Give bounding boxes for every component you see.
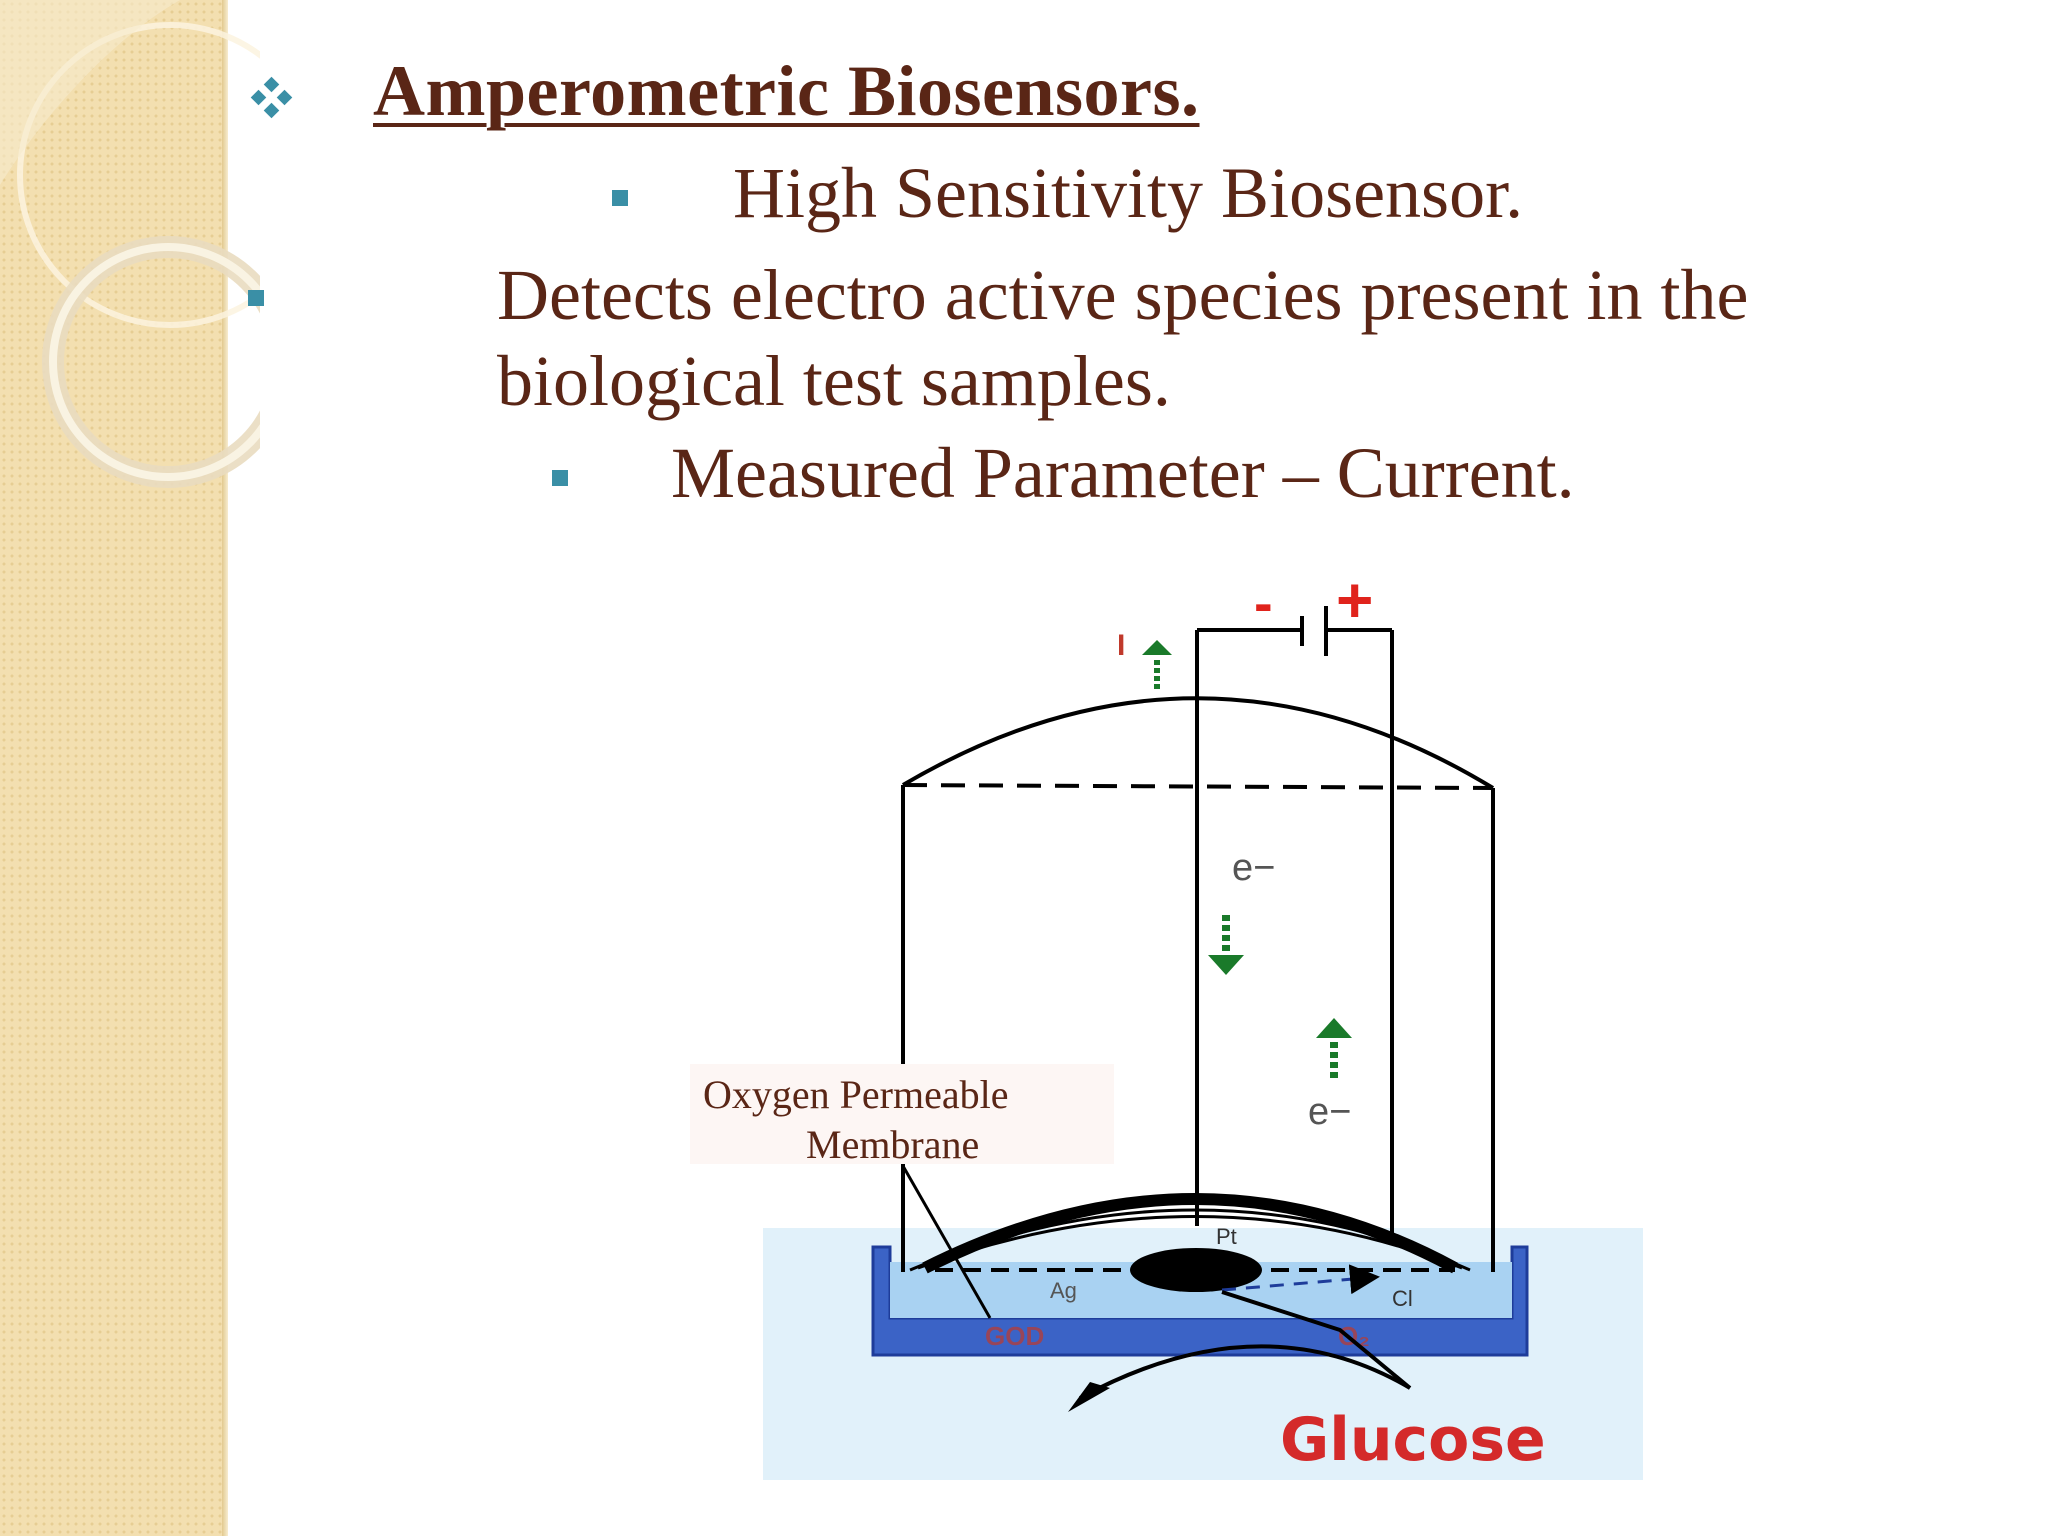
current-label: I [1117, 629, 1125, 662]
square-bullet-icon [612, 190, 628, 206]
cl-label: Cl [1392, 1286, 1413, 1311]
pt-label: Pt [1216, 1224, 1237, 1249]
membrane-label-line1: Oxygen Permeable [703, 1072, 1008, 1117]
o2-label: O₂ [1338, 1321, 1370, 1351]
glucose-arrow [1079, 1344, 1412, 1400]
battery-plus: + [1336, 564, 1373, 636]
god-label: GOD [985, 1321, 1044, 1351]
membrane-pointer [901, 1165, 992, 1319]
current-arrow-icon [1142, 640, 1172, 689]
square-bullet-icon [248, 290, 264, 306]
bullet-text-2: Detects electro active species present i… [497, 255, 1749, 421]
decorative-rings [0, 0, 260, 488]
reaction-arrow [1221, 1290, 1412, 1390]
square-bullet-icon [552, 470, 568, 486]
pt-electrode [1130, 1248, 1262, 1292]
electron-down-arrow-icon [1208, 915, 1244, 975]
bullet-text-3: Measured Parameter – Current. [671, 433, 1575, 513]
electron-up-arrow-icon [1316, 1018, 1352, 1078]
four-diamond-bullet-icon [250, 76, 293, 119]
bullet-text-1: High Sensitivity Biosensor. [733, 153, 1524, 233]
dome-dashed-line [902, 783, 1494, 790]
battery-minus: - [1254, 571, 1273, 634]
ag-label: Ag [1050, 1278, 1077, 1303]
glucose-label: Glucose [1280, 1405, 1546, 1475]
electron-label-up: e− [1308, 1091, 1351, 1133]
electron-label-down: e− [1232, 847, 1275, 889]
membrane-label-box [690, 1064, 1114, 1164]
membrane-label-line2: Membrane [806, 1122, 979, 1167]
glucose-arrowhead-icon [1068, 1382, 1110, 1412]
slide-title: Amperometric Biosensors. [373, 51, 1200, 131]
sidebar-edge [222, 0, 228, 1536]
oxygen-membrane [922, 1193, 1458, 1274]
